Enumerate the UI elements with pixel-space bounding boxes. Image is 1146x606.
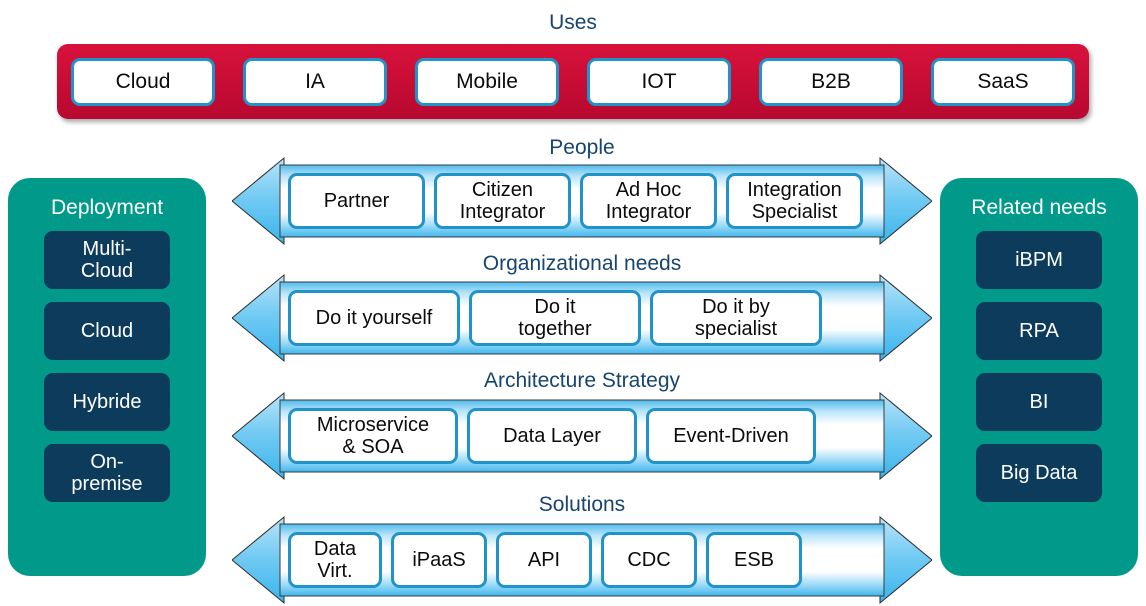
related-needs-item-bi[interactable]: BI <box>976 373 1102 431</box>
solutions-item-esb[interactable]: ESB <box>706 532 802 588</box>
solutions-item-api[interactable]: API <box>496 532 592 588</box>
architecture-strategy-item-microservice-soa[interactable]: Microservice& SOA <box>288 408 458 464</box>
architecture-strategy-item-data-layer[interactable]: Data Layer <box>467 408 637 464</box>
related-needs-title: Related needs <box>971 196 1107 219</box>
solutions-item-ipaas[interactable]: iPaaS <box>391 532 487 588</box>
organizational-needs-title: Organizational needs <box>482 252 682 275</box>
uses-item-b2b[interactable]: B2B <box>759 57 903 106</box>
deployment-item-hybride[interactable]: Hybride <box>44 373 170 431</box>
organizational-needs-item-do-it-yourself[interactable]: Do it yourself <box>288 290 460 346</box>
related-needs-item-rpa[interactable]: RPA <box>976 302 1102 360</box>
uses-item-mobile[interactable]: Mobile <box>415 57 559 106</box>
architecture-strategy-item-event-driven[interactable]: Event-Driven <box>646 408 816 464</box>
uses-title: Uses <box>549 11 597 34</box>
uses-item-cloud[interactable]: Cloud <box>71 57 215 106</box>
related-needs-item-big-data[interactable]: Big Data <box>976 444 1102 502</box>
uses-item-ia[interactable]: IA <box>243 57 387 106</box>
related-needs-panel: Related needs iBPM RPA BI Big Data <box>940 178 1138 576</box>
people-item-partner[interactable]: Partner <box>288 173 425 229</box>
deployment-panel: Deployment Multi-Cloud Cloud Hybride On-… <box>8 178 206 576</box>
deployment-title: Deployment <box>50 196 164 219</box>
uses-banner: Cloud IA Mobile IOT B2B SaaS <box>57 44 1089 119</box>
solutions-title: Solutions <box>538 493 626 516</box>
architecture-strategy-arrow-row: Microservice& SOA Data Layer Event-Drive… <box>232 390 932 482</box>
architecture-strategy-title: Architecture Strategy <box>483 369 681 392</box>
deployment-item-cloud[interactable]: Cloud <box>44 302 170 360</box>
uses-item-saas[interactable]: SaaS <box>931 57 1075 106</box>
people-title: People <box>549 136 615 159</box>
solutions-item-cdc[interactable]: CDC <box>601 532 697 588</box>
related-needs-item-ibpm[interactable]: iBPM <box>976 231 1102 289</box>
deployment-item-on-premise[interactable]: On-premise <box>44 444 170 502</box>
uses-item-iot[interactable]: IOT <box>587 57 731 106</box>
deployment-item-multi-cloud[interactable]: Multi-Cloud <box>44 231 170 289</box>
